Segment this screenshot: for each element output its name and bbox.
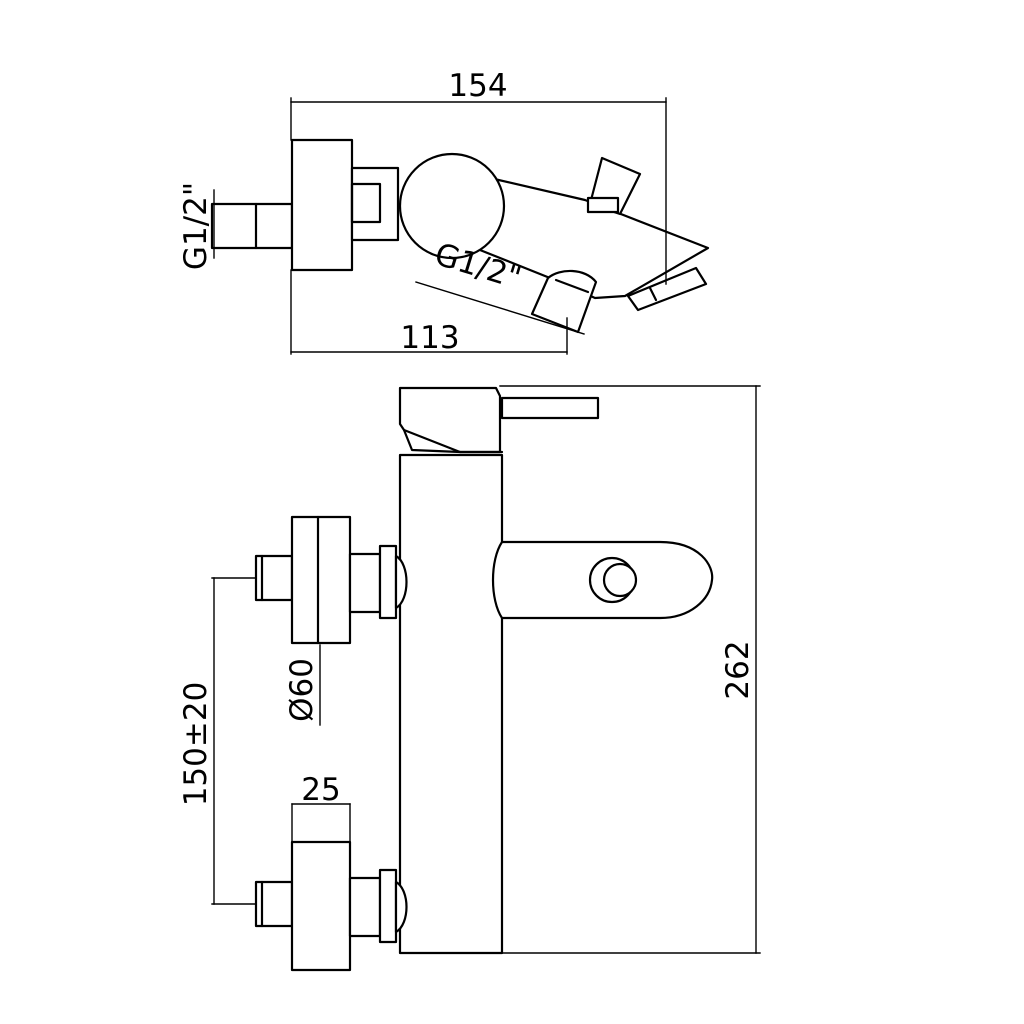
dim-150-label: 150±20	[178, 682, 214, 807]
dim-262-label: 262	[720, 640, 756, 699]
dim-inlet-thread-label: G1/2"	[178, 182, 214, 270]
front-upper-nut	[348, 552, 382, 614]
front-handle-cap-lower	[402, 428, 462, 454]
front-lower-flange	[290, 840, 352, 972]
front-upper-nut-cap	[394, 554, 408, 610]
top-connector-inner	[350, 182, 382, 224]
front-lever	[500, 396, 600, 420]
top-flange	[290, 138, 354, 272]
top-lever-tip	[586, 196, 620, 214]
top-spout-outlet-inner	[648, 286, 658, 302]
front-handle-cap	[398, 386, 502, 454]
front-upper-nut-ring	[378, 544, 398, 620]
front-view: 262 150±20 Ø60 25	[178, 385, 761, 972]
dim-60-label: Ø60	[284, 658, 320, 722]
front-lower-nut-ring	[378, 868, 398, 944]
dim-113-label: 113	[400, 320, 459, 356]
dim-25-label: 25	[301, 772, 340, 808]
top-handle-knob	[398, 152, 506, 260]
front-diverter-knob	[602, 562, 638, 598]
top-hose-outlet-band	[554, 278, 590, 294]
top-connector	[350, 166, 400, 242]
dim-154-label: 154	[448, 68, 507, 104]
top-hose-outlet	[530, 269, 598, 334]
top-inlet-pipe	[210, 202, 294, 250]
front-lower-nut-cap	[394, 880, 408, 934]
front-main-body	[398, 453, 504, 955]
dim-outlet-thread-line	[415, 281, 585, 335]
front-upper-flange	[290, 515, 352, 645]
top-spout-outlet	[626, 266, 708, 312]
top-view: 154 G1/2" G1/2" 113	[178, 68, 710, 356]
front-lower-nut	[348, 876, 382, 938]
